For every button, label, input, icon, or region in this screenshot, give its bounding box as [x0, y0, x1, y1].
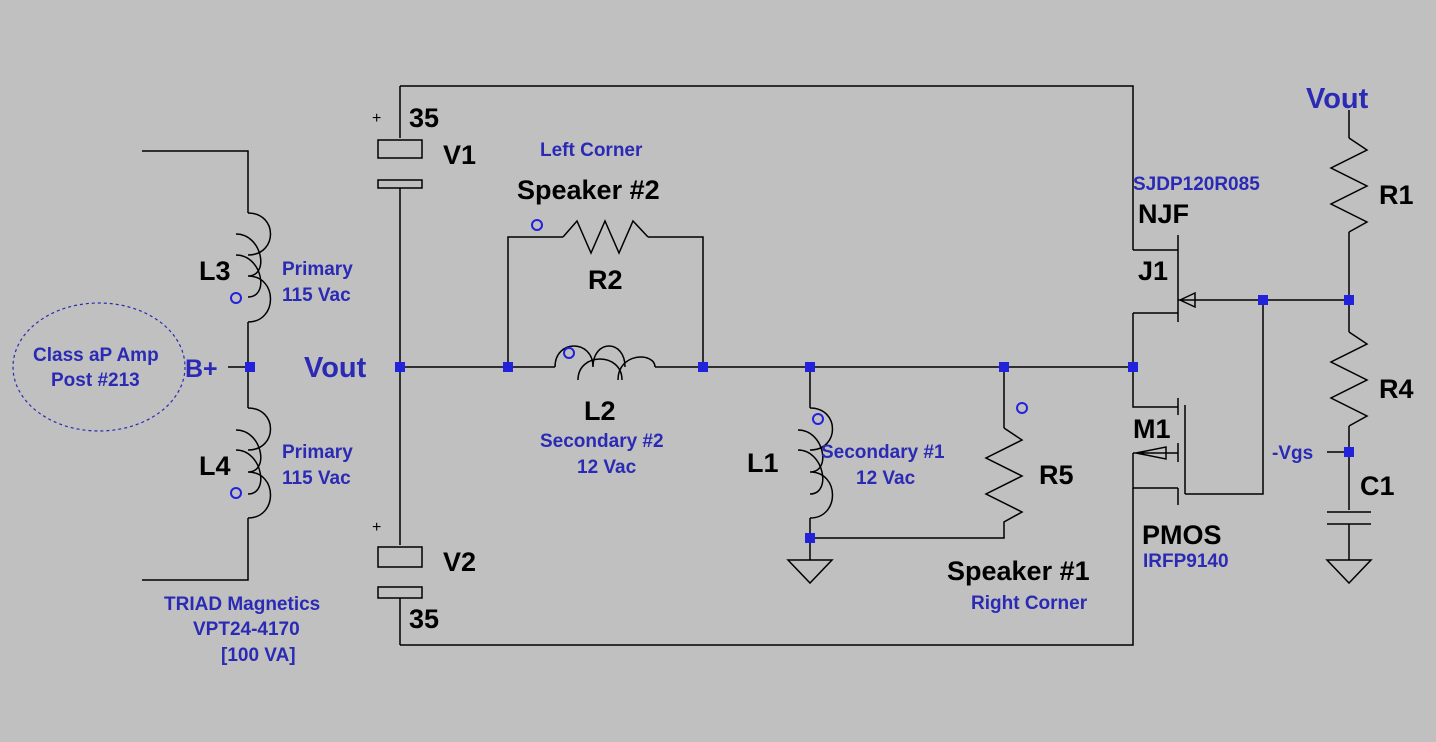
net-label-vout-left: Vout	[304, 352, 367, 384]
amp-comment-line2: Post #213	[51, 370, 140, 391]
v1-value: 35	[409, 103, 439, 133]
speaker1-comment: Speaker #1	[947, 556, 1090, 586]
r4-label: R4	[1379, 374, 1414, 404]
v1-label: V1	[443, 140, 476, 170]
ground-C1	[1325, 559, 1373, 585]
net-label-b-plus: B+	[185, 355, 218, 383]
l1-comment-line2: 12 Vac	[856, 468, 916, 489]
j1-label: J1	[1138, 256, 1168, 286]
triad-comment-line3: [100 VA]	[221, 645, 296, 666]
speaker2-comment: Speaker #2	[517, 175, 660, 205]
ground-L1	[786, 559, 834, 585]
l3-comment-line2: 115 Vac	[282, 285, 351, 306]
l2-comment-line1: Secondary #2	[540, 431, 664, 452]
phase-dot-L3	[230, 292, 242, 304]
resistor-R5	[810, 427, 1024, 539]
resistor-R2	[562, 219, 649, 255]
right-corner-comment: Right Corner	[971, 593, 1088, 614]
l2-label: L2	[584, 396, 616, 426]
j1-part-number: SJDP120R085	[1133, 174, 1260, 195]
l4-label: L4	[199, 451, 231, 481]
v2-value: 35	[409, 604, 439, 634]
transformer-primary	[142, 150, 272, 581]
inductor-L1	[797, 407, 834, 519]
m1-type: PMOS	[1142, 520, 1222, 550]
inductor-L3	[235, 212, 272, 323]
junctions	[245, 295, 1354, 543]
phase-dot-L1	[812, 413, 824, 425]
phase-dot-speaker1	[1016, 402, 1028, 414]
triad-comment-line2: VPT24-4170	[193, 619, 300, 640]
v2-plus-sign: +	[372, 519, 381, 536]
l3-comment-line1: Primary	[282, 259, 353, 280]
vsource-V2	[377, 546, 423, 645]
r2-label: R2	[588, 265, 623, 295]
capacitor-C1	[1327, 511, 1371, 525]
l3-label: L3	[199, 256, 231, 286]
resistor-R4	[1329, 331, 1369, 427]
triad-comment-line1: TRIAD Magnetics	[164, 594, 320, 615]
resistor-R1	[1329, 137, 1369, 233]
amp-post-ellipse	[12, 302, 186, 432]
l1-comment-line1: Secondary #1	[821, 442, 945, 463]
l4-comment-line1: Primary	[282, 442, 353, 463]
inductor-L4	[235, 407, 272, 519]
r1-label: R1	[1379, 180, 1414, 210]
m1-part-number: IRFP9140	[1143, 551, 1229, 572]
j1-type: NJF	[1138, 199, 1189, 229]
jfet-J1	[1133, 235, 1263, 322]
inductor-L2	[554, 345, 656, 381]
l4-comment-line2: 115 Vac	[282, 468, 351, 489]
net-label-vout-right: Vout	[1306, 83, 1369, 115]
phase-dot-L4	[230, 487, 242, 499]
vsource-V1	[377, 86, 423, 189]
left-corner-comment: Left Corner	[540, 140, 643, 161]
phase-dot-speaker2	[531, 219, 543, 231]
v1-plus-sign: +	[372, 110, 381, 127]
r5-label: R5	[1039, 460, 1074, 490]
phase-dot-L2	[563, 347, 575, 359]
v2-label: V2	[443, 547, 476, 577]
l1-label: L1	[747, 448, 779, 478]
r2-loop	[507, 236, 704, 367]
pmos-M1	[1132, 300, 1264, 505]
l2-comment-line2: 12 Vac	[577, 457, 637, 478]
net-label-neg-vgs: -Vgs	[1272, 443, 1313, 464]
m1-label: M1	[1133, 414, 1171, 444]
amp-comment-line1: Class aP Amp	[33, 345, 159, 366]
c1-label: C1	[1360, 471, 1395, 501]
